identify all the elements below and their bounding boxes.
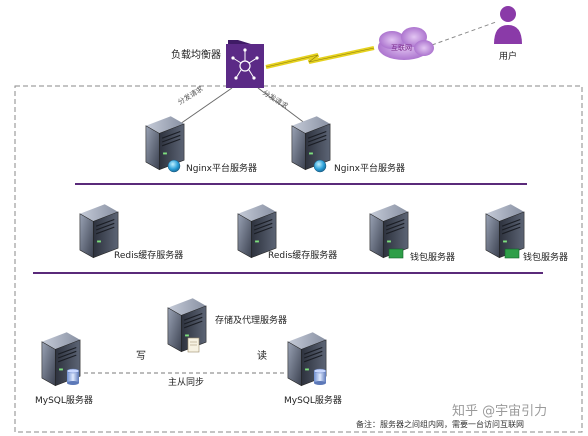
distribute-line-left bbox=[179, 87, 233, 125]
redis-label-left: Redis缓存服务器 bbox=[114, 251, 184, 261]
mysql-label-right: MySQL服务器 bbox=[284, 396, 342, 406]
user-internet-link bbox=[431, 21, 497, 46]
wallet-label-right: 钱包服务器 bbox=[523, 253, 569, 263]
wallet-label-left: 钱包服务器 bbox=[410, 253, 456, 263]
mysql-label-left: MySQL服务器 bbox=[35, 396, 93, 406]
document-icon bbox=[187, 337, 200, 353]
database-icon bbox=[66, 368, 80, 385]
redis-server-right bbox=[237, 203, 277, 259]
server-room-boundary bbox=[14, 85, 583, 433]
load-balancer-icon bbox=[226, 40, 264, 88]
user-label: 用户 bbox=[499, 52, 518, 62]
lightning-link bbox=[265, 46, 375, 69]
distribute-line-right bbox=[257, 87, 307, 125]
user-icon bbox=[494, 6, 522, 44]
money-icon bbox=[504, 248, 520, 259]
internet-cloud bbox=[378, 27, 434, 60]
redis-label-right: Redis缓存服务器 bbox=[268, 251, 338, 261]
internet-label: 互联网 bbox=[391, 44, 412, 52]
master-slave-sync-label: 主从同步 bbox=[168, 378, 205, 388]
storage-proxy-label: 存储及代理服务器 bbox=[215, 316, 288, 326]
write-label: 写 bbox=[136, 351, 146, 362]
nginx-label-left: Nginx平台服务器 bbox=[186, 164, 257, 174]
redis-server-left bbox=[79, 203, 119, 259]
storage-proxy-server bbox=[167, 297, 207, 353]
load-balancer-label: 负载均衡器 bbox=[171, 50, 221, 61]
nginx-label-right: Nginx平台服务器 bbox=[334, 164, 405, 174]
read-label: 读 bbox=[257, 351, 267, 362]
globe-icon bbox=[313, 159, 327, 173]
database-icon bbox=[313, 368, 327, 385]
watermark: 知乎 @宇宙引力 bbox=[452, 404, 548, 419]
footnote: 备注：服务器之间组内网，需要一台访问互联网 bbox=[356, 420, 524, 429]
globe-icon bbox=[167, 159, 181, 173]
money-icon bbox=[388, 248, 404, 259]
